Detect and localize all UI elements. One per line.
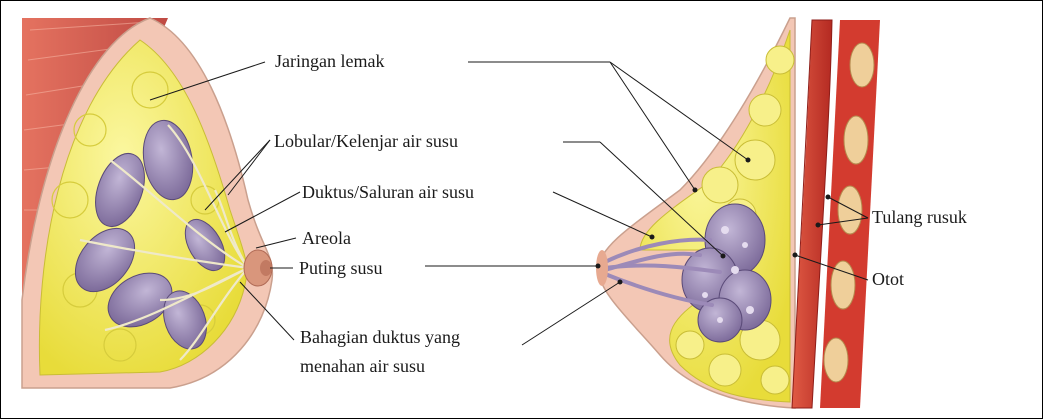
label-ducts: Duktus/Saluran air susu bbox=[302, 182, 474, 202]
label-lobules: Lobular/Kelenjar air susu bbox=[274, 131, 458, 151]
label-nipple: Puting susu bbox=[299, 258, 383, 278]
label-fat-tissue: Jaringan lemak bbox=[275, 51, 384, 71]
label-areola: Areola bbox=[302, 228, 351, 248]
label-muscle: Otot bbox=[872, 269, 904, 289]
label-ribs: Tulang rusuk bbox=[872, 207, 967, 227]
cross-section-illustration bbox=[596, 18, 880, 408]
label-duct-reservoir-line1: Bahagian duktus yang bbox=[300, 327, 460, 347]
label-duct-reservoir-line2: menahan air susu bbox=[300, 356, 425, 376]
front-view-illustration bbox=[22, 18, 272, 388]
